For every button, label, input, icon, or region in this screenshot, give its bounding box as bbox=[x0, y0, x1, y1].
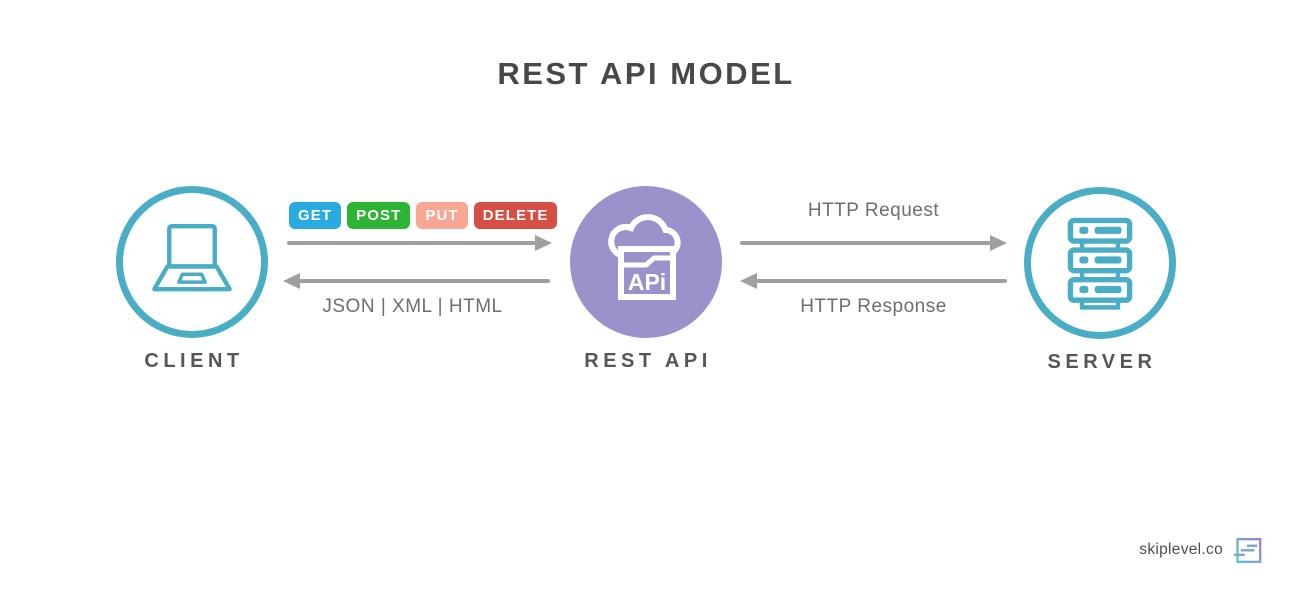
method-badge-get: GET bbox=[289, 202, 342, 229]
server-label: SERVER bbox=[1047, 351, 1157, 373]
http-response-label: HTTP Response bbox=[800, 296, 947, 317]
method-badge-put: PUT bbox=[416, 202, 468, 229]
skiplevel-logo-icon bbox=[1233, 536, 1262, 565]
method-badge-post: POST bbox=[347, 202, 411, 229]
api-to-server-arrow bbox=[740, 241, 991, 245]
response-formats-label: JSON | XML | HTML bbox=[322, 296, 503, 317]
rest-api-circle: APi bbox=[570, 186, 722, 338]
server-rack-icon bbox=[1055, 216, 1145, 311]
server-circle bbox=[1024, 187, 1176, 339]
method-badge-delete: DELETE bbox=[473, 202, 558, 229]
client-node: CLIENT bbox=[116, 186, 268, 372]
http-method-badges: GET POST PUT DELETE bbox=[289, 202, 558, 229]
brand-name: skiplevel.co bbox=[1139, 541, 1223, 558]
cloud-api-icon: APi bbox=[596, 212, 696, 312]
diagram-title: REST API MODEL bbox=[497, 56, 795, 91]
client-label: CLIENT bbox=[144, 350, 244, 372]
client-circle bbox=[116, 186, 268, 338]
server-node: SERVER bbox=[1024, 187, 1176, 373]
http-request-label: HTTP Request bbox=[807, 200, 940, 221]
rest-api-node: APi REST API bbox=[570, 186, 722, 372]
api-to-client-arrow bbox=[299, 279, 550, 283]
laptop-icon bbox=[143, 221, 241, 303]
client-to-api-arrow bbox=[287, 241, 536, 245]
api-icon-text: APi bbox=[628, 269, 666, 295]
server-to-api-arrow bbox=[756, 279, 1007, 283]
rest-api-label: REST API bbox=[584, 350, 712, 372]
footer-brand: skiplevel.co bbox=[1139, 535, 1262, 565]
